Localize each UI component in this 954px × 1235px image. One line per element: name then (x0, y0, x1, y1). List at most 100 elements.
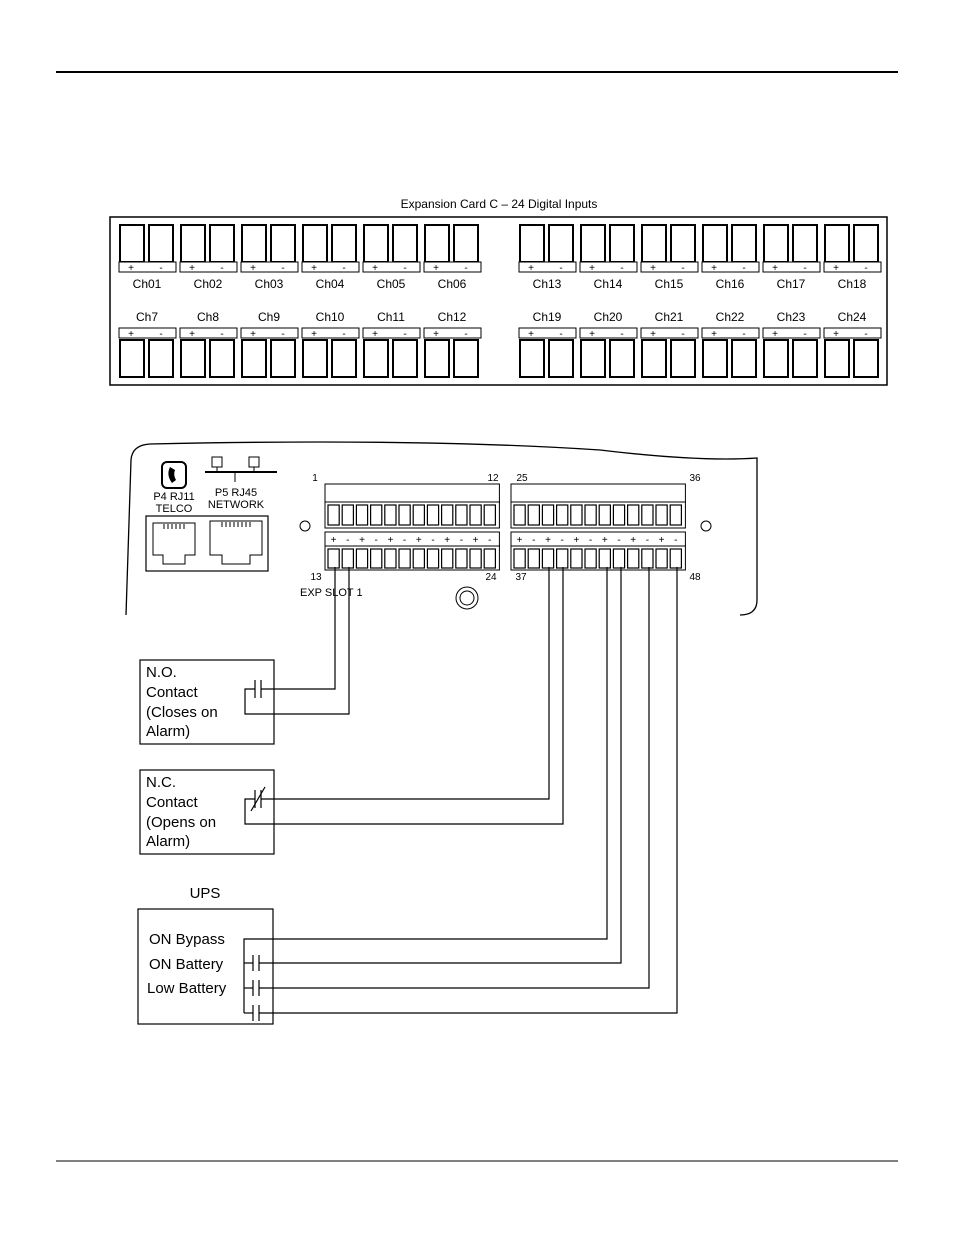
plus-sign: + (311, 263, 317, 274)
minus-sign: - (375, 535, 378, 546)
minus-sign: - (342, 263, 345, 274)
channel-label: Ch19 (533, 310, 562, 324)
wiring (243, 567, 678, 1021)
nc-wire-plus (261, 567, 550, 800)
channel-terminal-top-left: +- (118, 224, 177, 274)
channel-label: Ch12 (438, 310, 467, 324)
channel-terminal-bottom-right: +- (762, 327, 821, 378)
channel-terminal-top-right: +- (640, 224, 699, 274)
plus-sign: + (833, 263, 839, 274)
channel-terminal-top-right: +- (518, 224, 577, 274)
panel-terminal-blocks: +-+-+-+-+-+-+-+-+-+-+-+- (324, 483, 686, 571)
channel-label: Ch01 (133, 277, 162, 291)
channel-terminal-bottom-right: +- (701, 327, 760, 378)
channel-terminal-bottom-right: +- (640, 327, 699, 378)
pin-25-label: 25 (516, 473, 528, 484)
channel-terminal-bottom-right: +- (579, 327, 638, 378)
channel-label: Ch02 (194, 277, 223, 291)
ups-low-battery: Low Battery (147, 980, 227, 997)
plus-sign: + (589, 263, 595, 274)
channel-label: Ch13 (533, 277, 562, 291)
minus-sign: - (342, 329, 345, 340)
plus-sign: + (473, 535, 479, 546)
rj45-jack (209, 520, 263, 565)
card-title: Expansion Card C – 24 Digital Inputs (401, 197, 598, 211)
mount-hole-left (299, 520, 311, 532)
pin-13-label: 13 (310, 572, 322, 583)
ups-title: UPS (190, 885, 221, 902)
plus-sign: + (772, 263, 778, 274)
network-label: NETWORK (208, 499, 265, 511)
pin-36-label: 36 (689, 473, 701, 484)
plus-sign: + (189, 329, 195, 340)
minus-sign: - (742, 263, 745, 274)
channel-terminal-bottom-left: +- (118, 327, 177, 378)
terminal-block-slot-left: +-+-+-+-+-+- (324, 483, 500, 571)
ups-on-battery-wire (259, 567, 622, 964)
network-icon (205, 456, 277, 482)
plus-sign: + (589, 329, 595, 340)
no-contact-line-2: Contact (146, 684, 199, 701)
ups-box (137, 908, 274, 1025)
channel-label: Ch11 (377, 310, 405, 324)
channel-terminal-bottom-left: +- (423, 327, 482, 378)
jack-pins (163, 522, 251, 529)
minus-sign: - (403, 535, 406, 546)
minus-sign: - (559, 263, 562, 274)
slot-screw-inner (459, 590, 475, 606)
handset-shape (168, 467, 176, 483)
channel-label: Ch15 (655, 277, 684, 291)
plus-sign: + (711, 263, 717, 274)
nc-contact-slash (250, 786, 266, 812)
nc-contact-box (139, 769, 275, 855)
plus-sign: + (250, 329, 256, 340)
no-contact-line-3: (Closes on (146, 704, 218, 721)
channel-terminal-top-right: +- (762, 224, 821, 274)
channel-terminal-top-left: +- (423, 224, 482, 274)
minus-sign: - (864, 263, 867, 274)
minus-sign: - (803, 263, 806, 274)
ups-on-bypass: ON Bypass (149, 931, 225, 948)
telco-port-label: P4 RJ11 (153, 491, 194, 503)
channel-terminal-bottom-right: +- (823, 327, 882, 378)
channel-terminal-bottom-right: +- (518, 327, 577, 378)
channel-terminal-top-left: +- (240, 224, 299, 274)
minus-sign: - (620, 263, 623, 274)
plus-sign: + (772, 329, 778, 340)
plus-sign: + (433, 329, 439, 340)
nc-wire-minus (244, 567, 564, 825)
terminal-block-slot-right: +-+-+-+-+-+- (510, 483, 686, 571)
channel-label: Ch14 (594, 277, 623, 291)
plus-sign: + (387, 535, 393, 546)
pin-1-label: 1 (312, 473, 318, 484)
card-terminal-groups: +-+-+-+-+-+-+-+-+-+-+-+-+-+-+-+-+-+-+-+-… (118, 224, 882, 378)
minus-sign: - (403, 329, 406, 340)
plus-sign: + (659, 535, 665, 546)
minus-sign: - (159, 329, 162, 340)
no-contact-box (139, 659, 275, 745)
plus-sign: + (311, 329, 317, 340)
network-port-label: P5 RJ45 (215, 487, 257, 499)
channel-label: Ch7 (136, 310, 158, 324)
minus-sign: - (281, 329, 284, 340)
plus-sign: + (517, 535, 523, 546)
ups-bypass-wire (259, 567, 678, 1014)
channel-terminal-bottom-left: +- (301, 327, 360, 378)
channel-label: Ch17 (777, 277, 806, 291)
channel-terminal-bottom-left: +- (362, 327, 421, 378)
channel-terminal-top-left: +- (362, 224, 421, 274)
minus-sign: - (464, 329, 467, 340)
channel-label: Ch9 (258, 310, 280, 324)
nc-contact-line-3: (Opens on (146, 814, 216, 831)
minus-sign: - (589, 535, 592, 546)
plus-sign: + (433, 263, 439, 274)
minus-sign: - (646, 535, 649, 546)
rj11-jack (152, 522, 196, 565)
minus-sign: - (532, 535, 535, 546)
pin-37-label: 37 (515, 572, 527, 583)
plus-sign: + (372, 329, 378, 340)
channel-label: Ch21 (655, 310, 684, 324)
plus-sign: + (416, 535, 422, 546)
minus-sign: - (864, 329, 867, 340)
